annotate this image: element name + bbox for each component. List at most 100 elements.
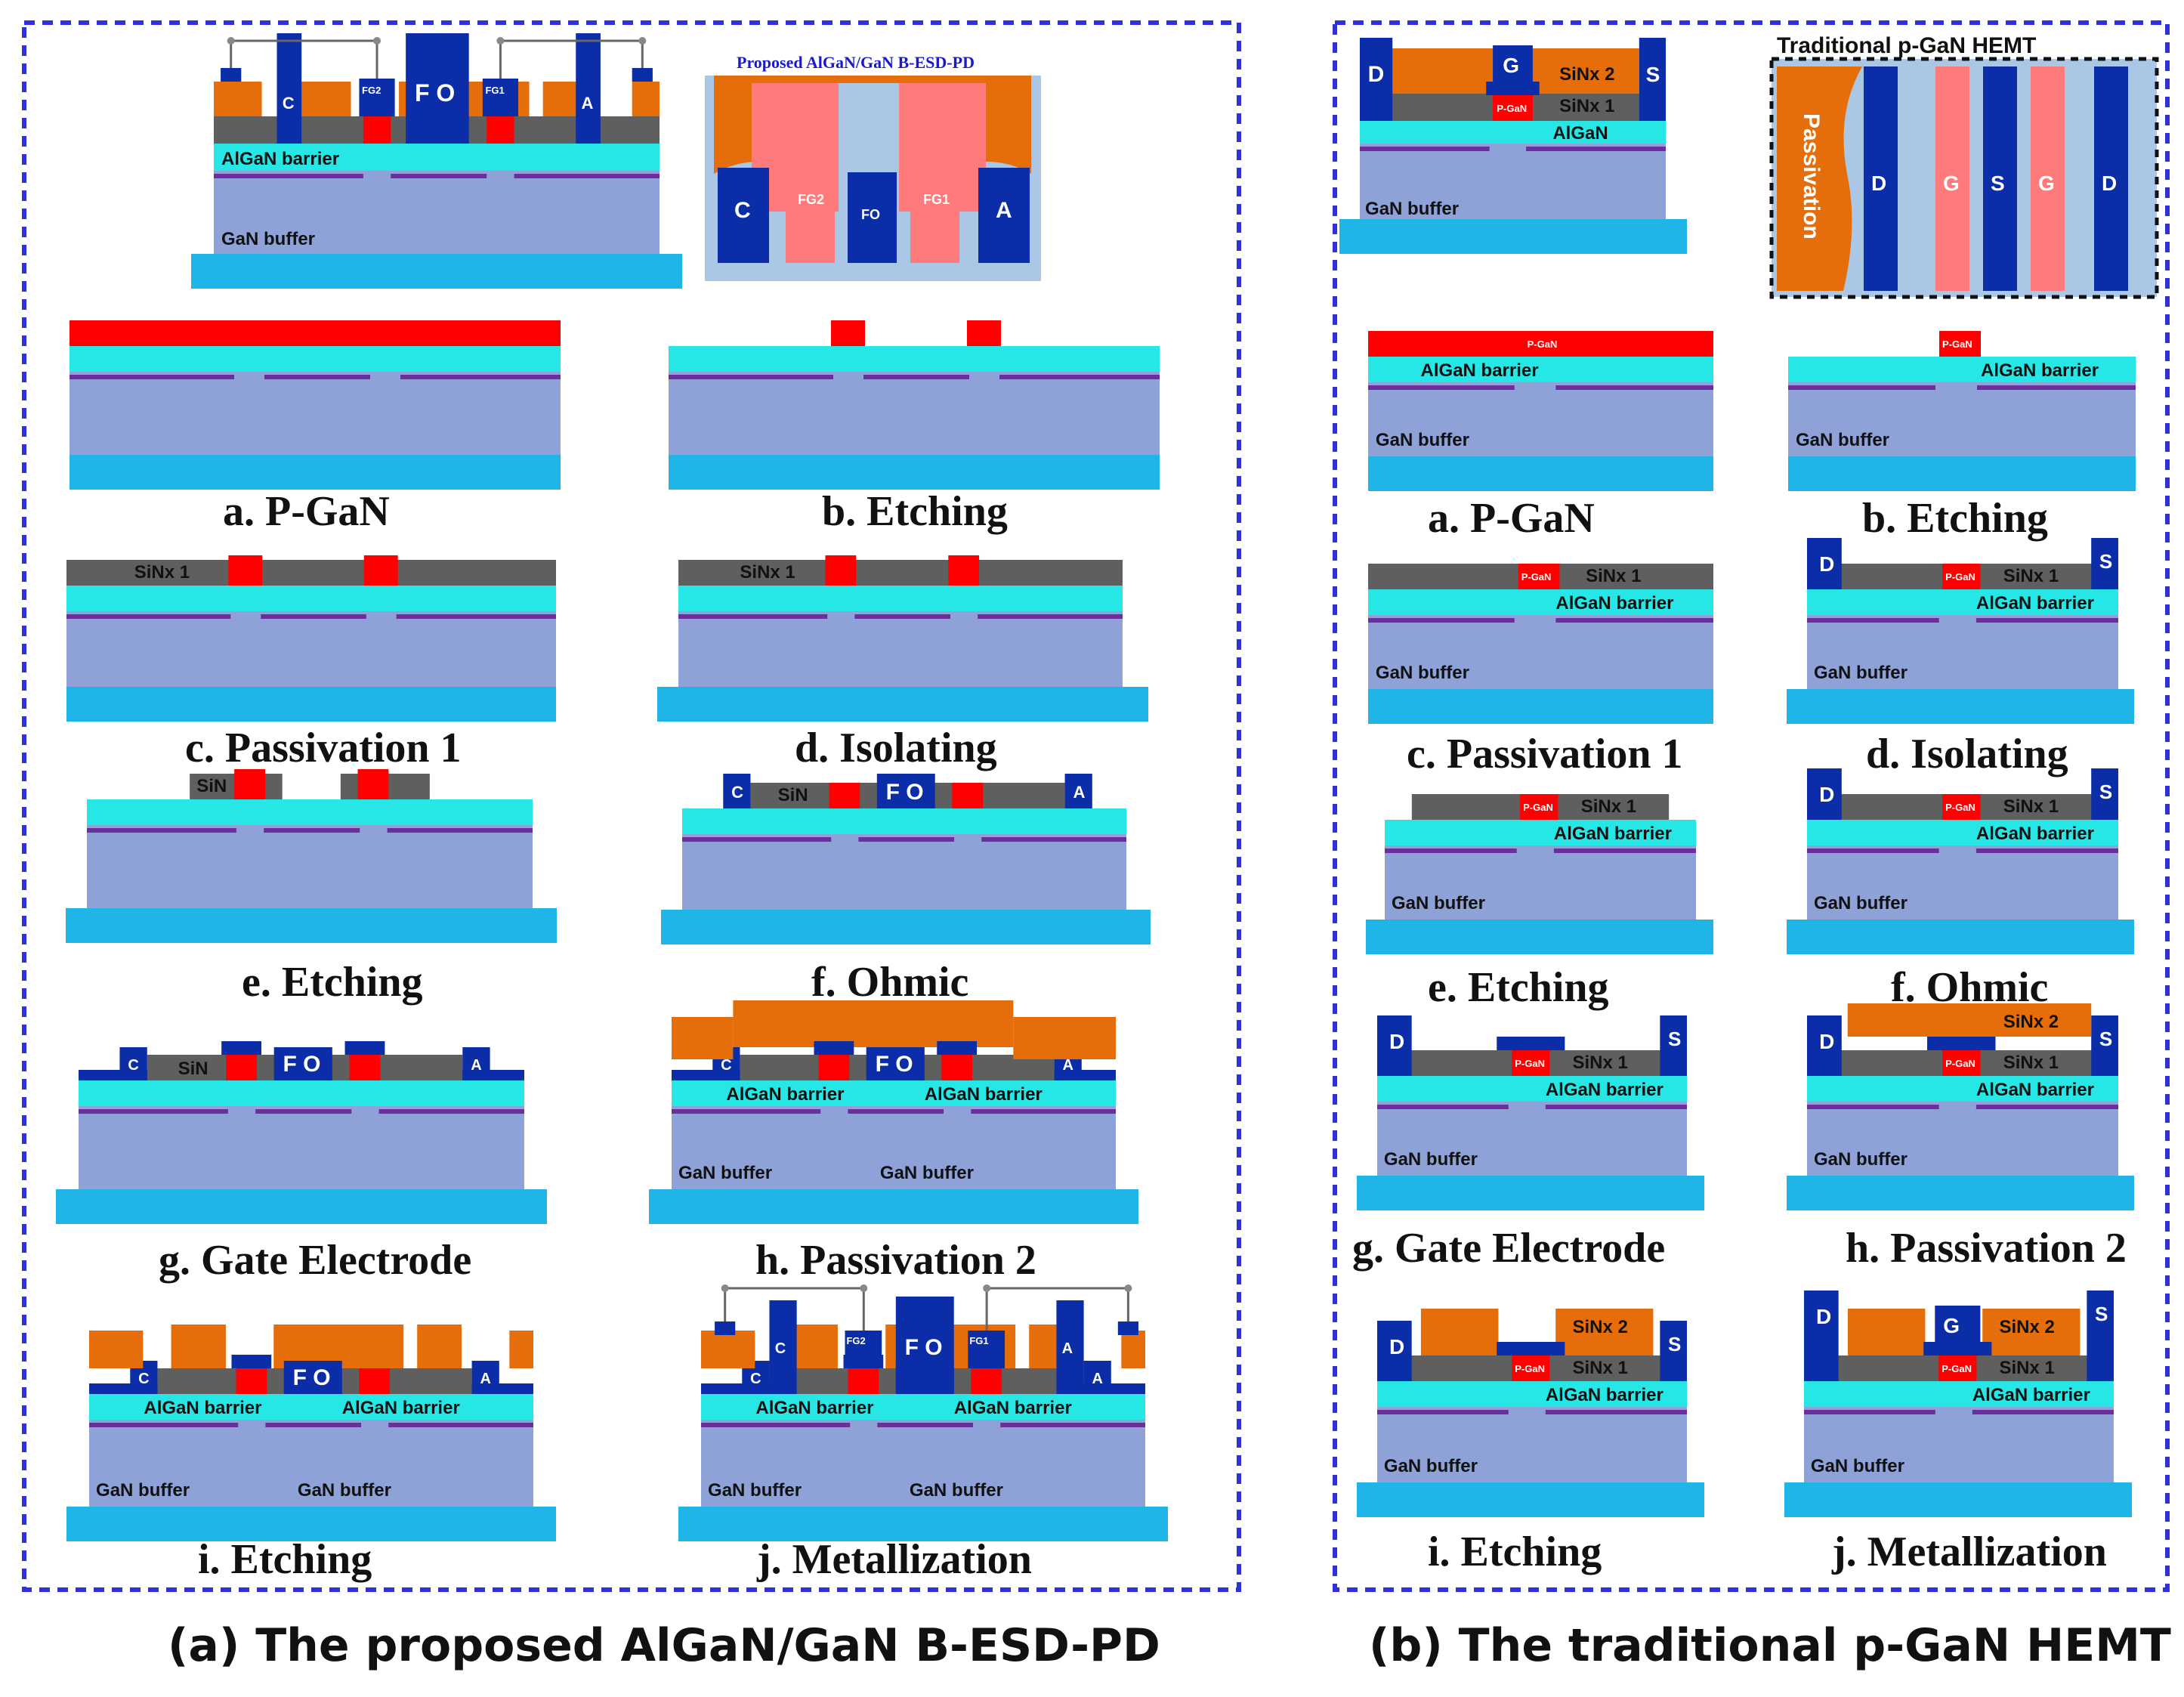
traditional-step-label-a: a. P-GaN [1428, 495, 1595, 542]
gan-buffer [1807, 615, 2118, 689]
anode-label: A [1073, 783, 1085, 802]
2deg-channel [672, 1109, 821, 1114]
cathode-label: C [283, 94, 295, 113]
2deg-channel [66, 614, 231, 619]
2deg-channel [1368, 618, 1515, 623]
algan-barrier [214, 144, 660, 171]
gan-buffer [1804, 1407, 2114, 1482]
fo-label: F O [886, 780, 924, 805]
buffer-label: GaN buffer [678, 1163, 772, 1183]
barrier-label: AlGaN barrier [1972, 1385, 2090, 1405]
traditional-step-label-f: f. Ohmic [1891, 964, 2048, 1011]
wire-c-fg2 [724, 1287, 865, 1331]
anode-pillar [1056, 1300, 1084, 1394]
drain-label: D [1368, 62, 1385, 87]
anode-label: A [480, 1371, 490, 1387]
algan-barrier [70, 346, 561, 372]
topview-fg2-finger [786, 174, 835, 263]
gan-buffer [672, 1106, 1116, 1189]
2deg-channel [264, 828, 360, 833]
p-gan-island-fg1 [952, 783, 984, 808]
source-contact [2087, 1291, 2114, 1381]
edge-pad [715, 1321, 736, 1335]
anode-pillar [576, 33, 601, 144]
sinx2-block [1847, 1309, 1926, 1355]
2deg-channel [678, 614, 828, 619]
barrier-label: AlGaN barrier [925, 1084, 1043, 1105]
barrier-label: AlGaN barrier [1421, 360, 1539, 381]
buffer-label: GaN buffer [910, 1480, 1003, 1501]
gan-buffer [669, 372, 1160, 455]
buffer-label: GaN buffer [298, 1480, 391, 1501]
wire-node [638, 37, 647, 45]
substrate [678, 1507, 1168, 1541]
anode-label: A [471, 1057, 481, 1074]
drain-label: D [1816, 1305, 1831, 1328]
traditional-step-label-b: b. Etching [1862, 495, 2048, 542]
2deg-channel [514, 174, 660, 178]
substrate [66, 908, 557, 943]
topview-strip-label-1: G [1943, 172, 1960, 195]
topview-strip-1 [1935, 66, 1969, 291]
algan-barrier [1377, 1076, 1687, 1102]
topview-border [1769, 57, 2159, 299]
sinx2-label: SiNx 2 [1559, 64, 1614, 85]
pgan-label: P-GaN [1523, 802, 1553, 813]
algan-barrier [1368, 357, 1713, 382]
topview-fo-label: FO [861, 207, 880, 222]
cathode-label: C [128, 1057, 138, 1074]
p-gan-island-fg2 [228, 555, 263, 586]
fo-label: F O [283, 1052, 320, 1077]
substrate [1368, 689, 1713, 724]
2deg-channel [1368, 385, 1515, 390]
p-gan-gate [1518, 564, 1560, 589]
p-gan-island-fg2 [831, 320, 865, 346]
sinx2-block [1121, 1331, 1145, 1368]
buffer-label: GaN buffer [1814, 893, 1908, 913]
fo-label: F O [415, 79, 455, 107]
floating-ohmic-contact [283, 1361, 342, 1394]
gate-fg1 [937, 1041, 978, 1055]
anode-label: A [1062, 1340, 1073, 1357]
p-gan-island-fg2 [825, 555, 857, 586]
pgan-label: P-GaN [1945, 1058, 1975, 1069]
2deg-channel [261, 614, 366, 619]
sinx2-passivation [1847, 1003, 2092, 1037]
substrate [1357, 1482, 1704, 1517]
fo-pillar [406, 33, 469, 144]
sinx2-block [509, 1331, 533, 1368]
barrier-label: AlGaN barrier [342, 1398, 460, 1418]
algan-barrier [678, 586, 1123, 611]
sinx2-label: SiNx 2 [1572, 1317, 1627, 1337]
buffer-label: GaN buffer [1376, 663, 1469, 683]
2deg-channel [1977, 385, 2136, 390]
barrier-label: AlGaN barrier [1981, 360, 2099, 381]
buffer-label: GaN buffer [96, 1480, 190, 1501]
gan-buffer [1368, 615, 1713, 689]
2deg-channel [1526, 147, 1666, 151]
drain-contact [1807, 768, 1842, 820]
traditional-step-label-e: e. Etching [1428, 964, 1609, 1011]
fg2-pillar [845, 1331, 882, 1368]
p-gan-island-fg1 [349, 1055, 381, 1080]
gan-buffer [1368, 382, 1713, 456]
source-contact [2091, 768, 2118, 820]
2deg-channel [87, 828, 236, 833]
sinx2-block [1982, 1309, 2081, 1355]
2deg-channel [387, 828, 533, 833]
p-gan-island-fg1 [967, 320, 1001, 346]
buffer-label: GaN buffer [1811, 1456, 1904, 1476]
2deg-channel [1377, 1410, 1509, 1414]
fo-label: F O [905, 1335, 943, 1360]
sinx2-block [701, 1331, 755, 1368]
sinx2-block [1420, 1309, 1499, 1355]
p-gan-fg1 [487, 116, 514, 144]
sinx1-label: SiNx 1 [2003, 796, 2059, 817]
panel-frames [22, 20, 2170, 1592]
buffer-label: GaN buffer [1796, 430, 1889, 450]
